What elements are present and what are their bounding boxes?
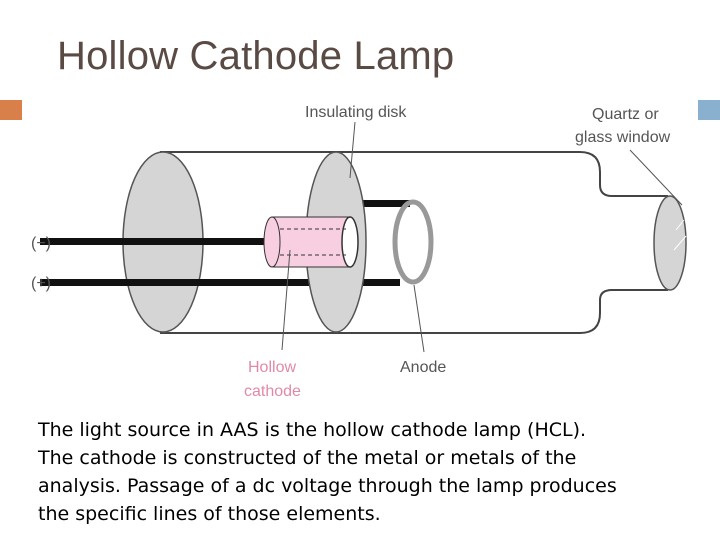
slide-title: Hollow Cathode Lamp xyxy=(57,34,455,78)
anode-wire xyxy=(40,279,400,286)
anode-ring xyxy=(392,199,434,285)
plus-terminal-label: (+) xyxy=(31,275,51,292)
description-line-4: the specific lines of those elements. xyxy=(38,503,381,525)
minus-terminal-label: (−) xyxy=(31,235,51,252)
accent-bar-left xyxy=(0,100,22,120)
cathode-wire xyxy=(40,238,270,245)
accent-bar-right xyxy=(698,100,720,120)
hollow-cathode-lamp-diagram: Insulating disk Quartz or glass window (… xyxy=(31,104,687,400)
lamp-tube xyxy=(160,151,668,334)
window-label-line1: Quartz or xyxy=(592,106,659,123)
description-text: The light source in AAS is the hollow ca… xyxy=(38,416,698,528)
hollow-cathode-opening xyxy=(341,216,359,268)
hollow-cathode-label-line1: Hollow xyxy=(248,359,296,376)
insulating-disk-label: Insulating disk xyxy=(305,104,407,121)
anode-label: Anode xyxy=(400,359,446,376)
quartz-window xyxy=(653,195,687,291)
window-glare-1 xyxy=(675,219,685,231)
hollow-cathode xyxy=(271,216,351,268)
description-line-1: The light source in AAS is the hollow ca… xyxy=(38,419,587,441)
anode-leader xyxy=(413,284,425,353)
window-leader xyxy=(629,149,683,206)
anode-wire-upper xyxy=(350,200,410,207)
hollow-cathode-front xyxy=(263,216,281,268)
window-glare-2 xyxy=(673,235,687,251)
window-label-line2: glass window xyxy=(575,129,671,146)
description-line-2: The cathode is constructed of the metal … xyxy=(38,447,577,469)
hollow-cathode-label-line2: cathode xyxy=(244,383,301,400)
insulating-disk-leader xyxy=(349,121,356,179)
description-line-3: analysis. Passage of a dc voltage throug… xyxy=(38,475,617,497)
hollow-cathode-leader xyxy=(281,249,291,351)
